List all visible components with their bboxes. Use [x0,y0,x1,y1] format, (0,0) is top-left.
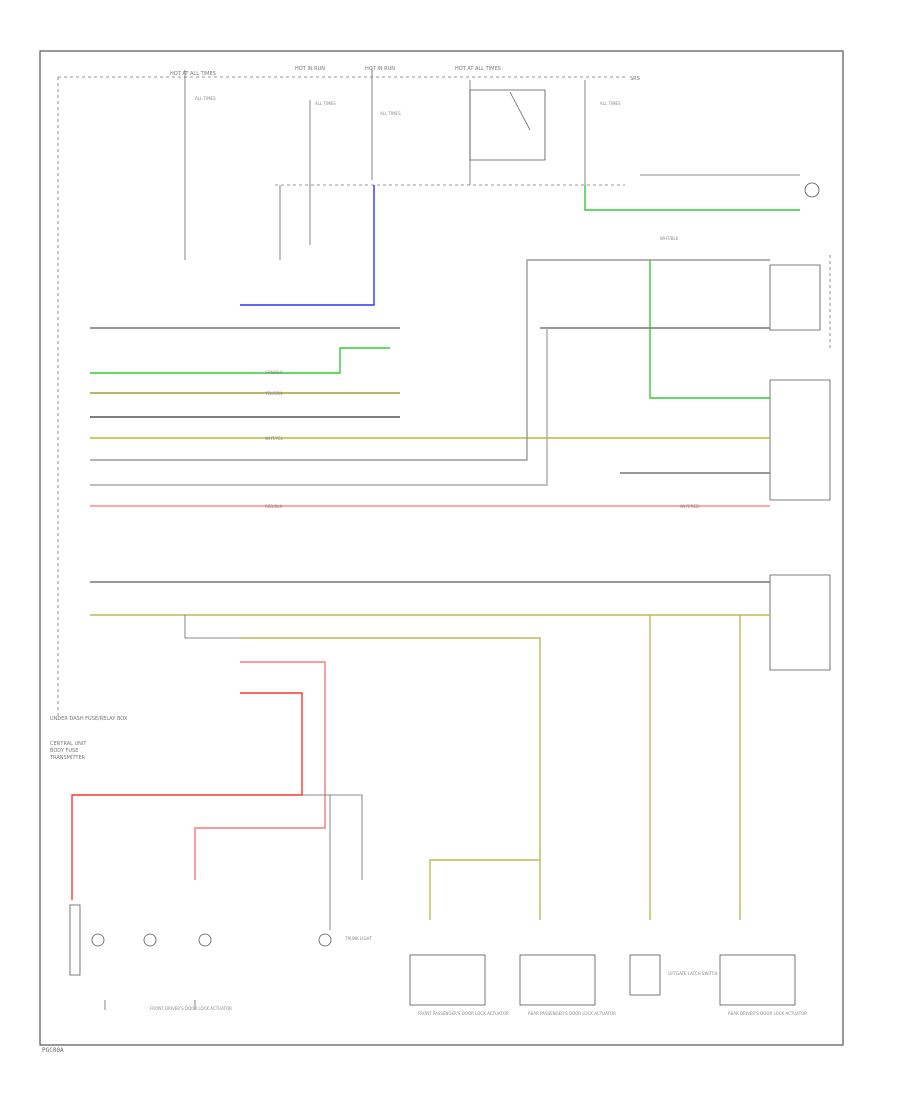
wire-olive-3 [240,637,541,920]
wire-green-right [649,260,770,399]
bottom-label-2: REAR PASSENGER'S DOOR LOCK ACTUATOR [528,1011,616,1016]
wire-label-6: WHT/RED [680,504,699,509]
top-label-2: HOT IN RUN [295,66,325,72]
wire-olive-6 [429,859,540,920]
wire-grey-4 [90,328,548,486]
top-label-5: SRS [630,76,640,82]
wire-label-1: WHT/BLK [660,236,679,241]
wire-red [71,692,303,900]
bottom-label-5: FRONT DRIVER'S DOOR LOCK ACTUATOR [150,1006,232,1011]
left-label-2: BODY FUSE [50,748,78,754]
left-label-3: TRANSMITTER [49,755,86,761]
diagram-code: PGC00A [42,1047,64,1054]
trunk-light-icon [318,933,332,947]
bottom-label-6: TRUNK LIGHT [344,936,373,941]
bottom-label-3: LIFTGATE LATCH SWITCH [668,971,718,976]
wire-grey-3 [90,259,770,461]
wire-label-3: YEL/GRN [264,391,282,396]
wire-green-2 [90,347,390,374]
actuator-rear-passenger [519,954,596,1006]
bottom-label-1: FRONT PASSENGER'S DOOR LOCK ACTUATOR [418,1011,509,1016]
actuator-boxes: FRONT PASSENGER'S DOOR LOCK ACTUATOR REA… [150,936,807,1016]
wire-label-2: GRN/BLK [265,370,283,375]
left-label-4: UNDER DASH FUSE/RELAY BOX [50,716,128,722]
top-label-3: HOT IN RUN [365,66,395,72]
top-label-4: HOT AT ALL TIMES [455,66,501,72]
wire-label-5: RED/BLK [265,504,283,509]
svg-text:ALL TIMES: ALL TIMES [315,101,336,106]
lock-switch-box [769,574,831,671]
svg-text:ALL TIMES: ALL TIMES [195,96,216,101]
wire-blue [240,185,375,306]
top-label-1: HOT AT ALL TIMES [170,71,216,77]
bottom-label-4: REAR DRIVER'S DOOR LOCK ACTUATOR [728,1011,807,1016]
left-label-1: CENTRAL UNIT [50,741,87,747]
door-switch-box [769,264,821,331]
wire-pink-2 [194,661,326,880]
top-fuse-block: HOT AT ALL TIMES HOT IN RUN HOT IN RUN H… [57,66,640,720]
diagram-border [39,50,844,1046]
wire-green-top [584,185,800,211]
svg-text:ALL TIMES: ALL TIMES [380,111,401,116]
actuator-front-passenger [409,954,486,1006]
bulb-icon [804,182,820,198]
svg-text:ALL TIMES: ALL TIMES [600,101,621,106]
liftgate-switch [629,954,661,996]
bottom-left-switches [69,904,332,1010]
wire-label-4: WHT/YEL [265,436,284,441]
trunk-switch-box [769,379,831,501]
actuator-rear-driver [719,954,796,1006]
